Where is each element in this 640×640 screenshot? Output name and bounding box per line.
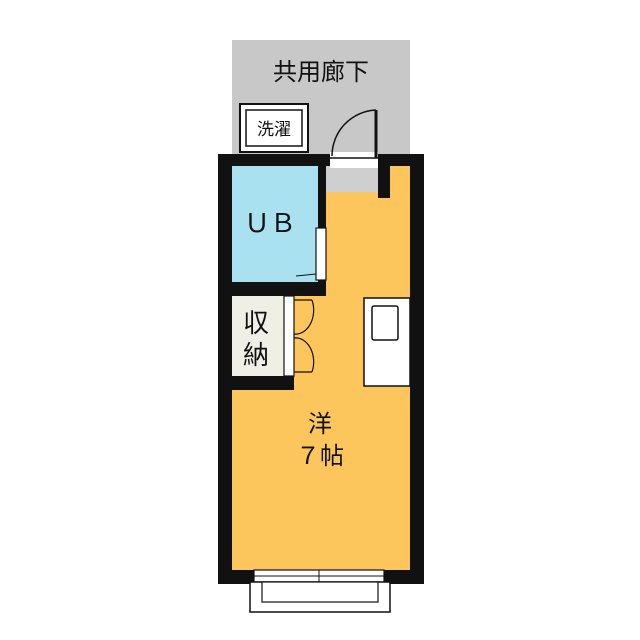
- closet-wall-bottom: [232, 376, 294, 390]
- balcony: [249, 581, 391, 613]
- closet-label-line1: 収: [243, 309, 269, 339]
- bath-door-swing: [295, 273, 317, 277]
- room-label-line1: 洋: [308, 410, 332, 438]
- door-opening: [330, 152, 378, 168]
- wall-stub: [378, 166, 390, 198]
- laundry-pan: [245, 109, 303, 147]
- entrance-door[interactable]: [330, 109, 378, 159]
- closet: [232, 296, 286, 376]
- bath-label: ＵＢ: [244, 209, 296, 239]
- laundry-label: 洗濯: [257, 120, 291, 140]
- closet-door-frame: [283, 295, 295, 377]
- closet-doors[interactable]: [293, 299, 315, 373]
- room-label-line2: ７帖: [296, 442, 344, 470]
- bath-wall-bottom: [232, 282, 326, 296]
- unit-bath: [232, 166, 318, 284]
- closet-label-line2: 納: [243, 341, 269, 371]
- window: [253, 569, 385, 583]
- corridor-label: 共用廊下: [273, 58, 369, 86]
- bath-door[interactable]: [315, 227, 327, 281]
- entrance: [326, 166, 384, 192]
- kitchen-sink: [371, 305, 399, 341]
